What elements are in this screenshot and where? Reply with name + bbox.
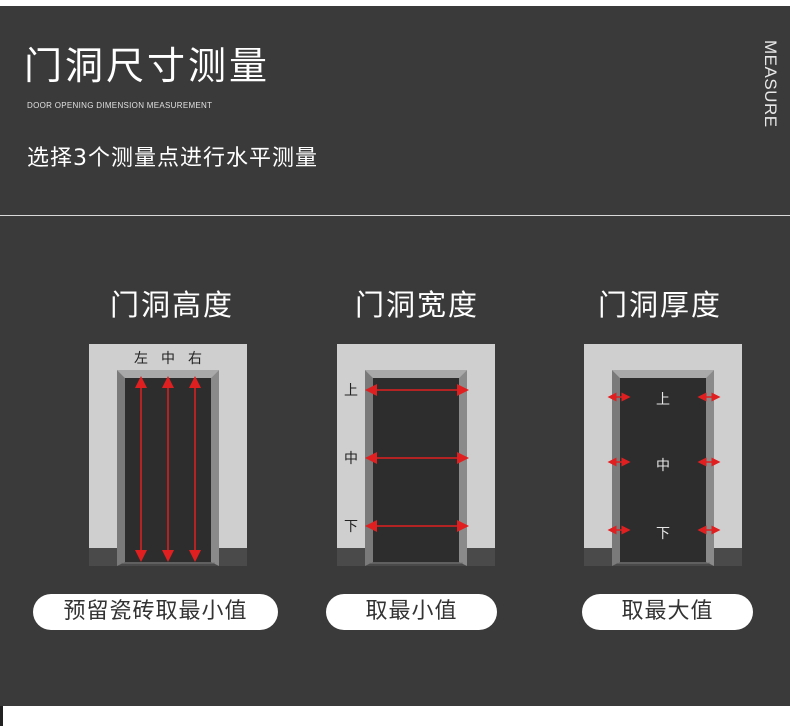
- width-pill: 取最小值: [326, 594, 497, 630]
- thickness-label-bottom: 下: [656, 526, 670, 542]
- height-label-right: 右: [188, 351, 202, 367]
- thickness-diagram: 上 中 下: [584, 344, 742, 566]
- height-label-left: 左: [134, 351, 148, 367]
- side-label: MEASURE: [761, 40, 780, 128]
- bottom-edge-mark: [0, 706, 3, 726]
- width-label-bottom: 下: [344, 519, 358, 535]
- main-panel: 门洞尺寸测量 DOOR OPENING DIMENSION MEASUREMEN…: [0, 6, 790, 706]
- width-label-top: 上: [344, 383, 358, 399]
- width-label-middle: 中: [344, 451, 358, 467]
- height-pill: 预留瓷砖取最小值: [33, 594, 278, 630]
- page-subtitle: DOOR OPENING DIMENSION MEASUREMENT: [27, 101, 213, 110]
- height-diagram: 左 中 右: [89, 344, 247, 566]
- page-title: 门洞尺寸测量: [24, 44, 271, 88]
- thickness-title: 门洞厚度: [597, 288, 722, 322]
- height-title: 门洞高度: [109, 288, 234, 322]
- thickness-label-top: 上: [656, 392, 670, 408]
- thickness-pill: 取最大值: [582, 594, 753, 630]
- width-diagram: 上 中 下: [337, 344, 495, 566]
- height-label-middle: 中: [161, 351, 175, 367]
- width-title: 门洞宽度: [354, 288, 479, 322]
- header-divider: [0, 215, 790, 216]
- thickness-label-middle: 中: [656, 458, 670, 474]
- page-description: 选择3个测量点进行水平测量: [27, 146, 318, 171]
